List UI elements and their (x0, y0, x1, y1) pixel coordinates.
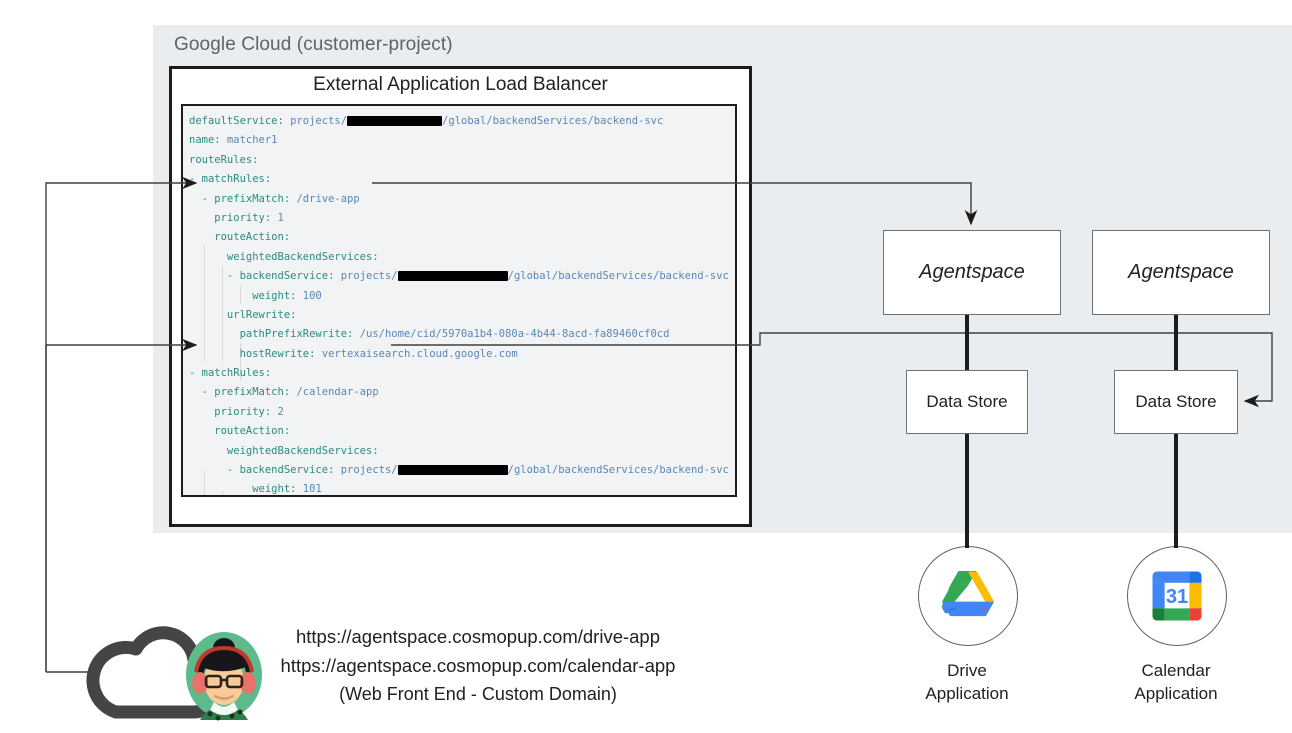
drive-label-line2: Application (925, 684, 1009, 703)
yaml-line: weight: 100 (189, 289, 322, 302)
agentspace-right-box: Agentspace (1092, 230, 1270, 315)
wire-calendar-rule-to-datastore (391, 332, 1273, 408)
drive-label-line1: Drive (947, 661, 987, 680)
calendar-application-circle: 31 (1127, 546, 1227, 646)
redacted-project-id (397, 465, 508, 476)
yaml-line: routeAction: (189, 425, 291, 438)
yaml-line: - prefixMatch: /calendar-app (189, 386, 379, 399)
calendar-day-number: 31 (1166, 586, 1188, 608)
agentspace-left-box: Agentspace (883, 230, 1061, 315)
redacted-project-id (397, 271, 508, 282)
yaml-line: weightedBackendServices: (189, 444, 379, 457)
google-calendar-icon: 31 (1152, 571, 1202, 621)
wire-client-to-drive-rule (45, 176, 198, 672)
calendar-application-label: Calendar Application (1076, 659, 1276, 705)
yaml-line: weight: 101 (189, 483, 322, 496)
yaml-line: - matchRules: (189, 367, 272, 380)
web-front-end-caption: (Web Front End - Custom Domain) (339, 684, 617, 704)
google-drive-icon (941, 571, 995, 617)
yaml-line: pathPrefixRewrite: /us/home/cid/5970a1b4… (189, 328, 670, 341)
google-cloud-panel-title: Google Cloud (customer-project) (174, 34, 453, 55)
yaml-line: name: matcher1 (189, 134, 278, 147)
calendar-label-line1: Calendar (1141, 661, 1211, 680)
yaml-code-text: defaultService: projects//global/backend… (189, 112, 735, 496)
agentspace-left-label: Agentspace (919, 261, 1025, 283)
redacted-project-id (347, 116, 443, 126)
datastore-left-box: Data Store (906, 370, 1028, 434)
yaml-line: urlRewrite: (189, 308, 297, 321)
yaml-line: priority: 1 (189, 211, 284, 224)
calendar-label-line2: Application (1134, 684, 1218, 703)
wire-client-to-calendar-rule (45, 338, 198, 672)
datastore-left-label: Data Store (926, 392, 1008, 411)
load-balancer-title: External Application Load Balancer (313, 74, 608, 95)
user-avatar-icon (186, 632, 262, 721)
yaml-line: - prefixMatch: /drive-app (189, 192, 360, 205)
yaml-line: - backendService: projects//global/backe… (189, 464, 729, 477)
yaml-line: priority: 2 (189, 405, 284, 418)
yaml-line: hostRewrite: vertexaisearch.cloud.google… (189, 347, 518, 360)
wire-drive-rule-to-agentspace (372, 182, 978, 226)
yaml-line: weightedBackendServices: (189, 250, 379, 263)
agentspace-right-label: Agentspace (1128, 261, 1234, 283)
drive-application-circle (918, 546, 1018, 646)
datastore-right-box: Data Store (1114, 370, 1238, 434)
drive-app-url: https://agentspace.cosmopup.com/drive-ap… (295, 626, 661, 647)
yaml-line: - backendService: projects//global/backe… (189, 270, 729, 283)
yaml-line: routeRules: (189, 153, 259, 166)
client-url-block: https://agentspace.cosmopup.com/drive-ap… (268, 622, 688, 709)
datastore-right-label: Data Store (1135, 392, 1217, 411)
drive-application-label: Drive Application (867, 659, 1067, 705)
yaml-line: defaultService: projects//global/backend… (189, 115, 664, 127)
url-map-yaml-code-block: defaultService: projects//global/backend… (181, 104, 737, 497)
calendar-app-url: https://agentspace.cosmopup.com/calendar… (280, 655, 676, 676)
yaml-line: routeAction: (189, 231, 291, 244)
